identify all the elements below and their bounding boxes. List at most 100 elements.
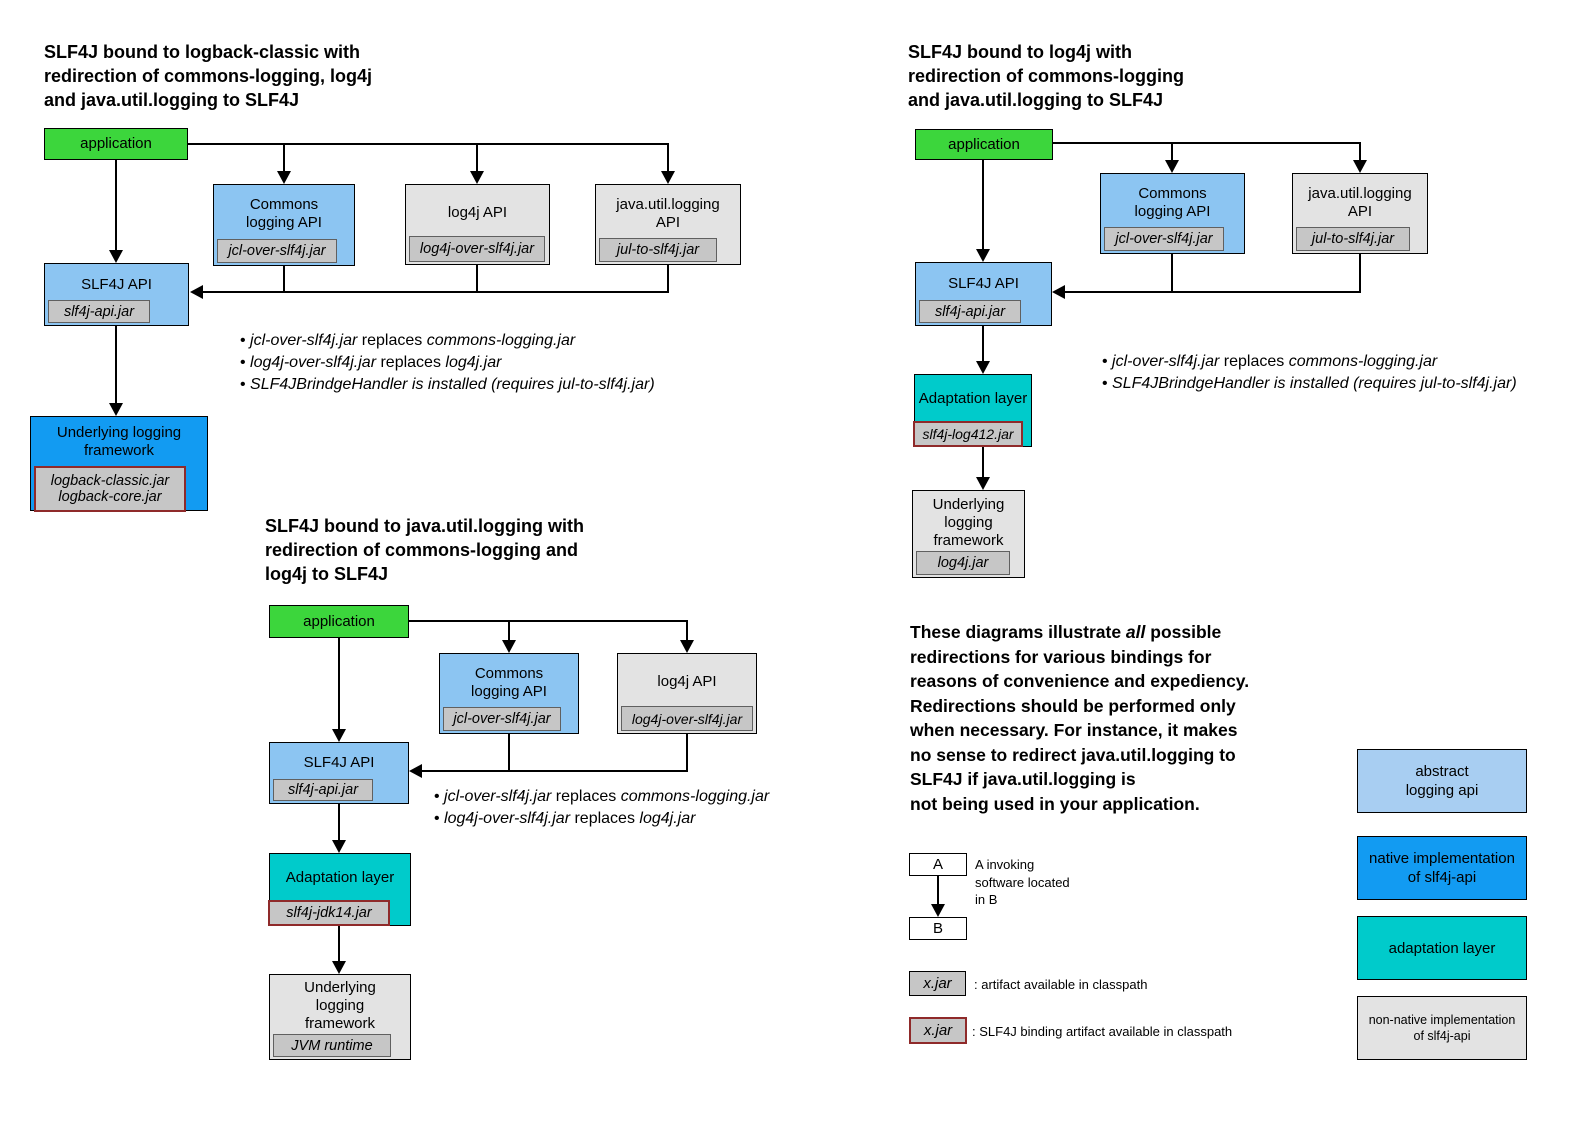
connector-line: [667, 265, 669, 292]
connector-line: [982, 447, 984, 477]
underlying-logging-framework-box: Underlying logging framework logback-cla…: [30, 416, 208, 512]
jar-label: slf4j-api.jar: [273, 779, 373, 801]
explanatory-note: These diagrams illustrate all possible r…: [910, 622, 1250, 814]
underlying-logging-framework-label: Underlying logging framework: [932, 496, 1005, 549]
arrowhead-down-icon: [332, 961, 346, 974]
arrowhead-down-icon: [109, 403, 123, 416]
legend-non-native-implementation: non-native implementation of slf4j-api: [1357, 996, 1527, 1060]
legend-b-label: B: [932, 920, 943, 937]
binding-jar-label: slf4j-jdk14.jar: [268, 900, 390, 926]
slf4j-api-box: SLF4J API slf4j-api.jar: [915, 262, 1052, 326]
log4j-api-box: log4j API log4j-over-slf4j.jar: [405, 184, 550, 265]
java-util-logging-api-label: java.util.logging API: [1308, 184, 1412, 220]
legend-a-box: A: [909, 853, 967, 876]
connector-line: [188, 143, 669, 145]
java-util-logging-api-box: java.util.logging API jul-to-slf4j.jar: [1292, 173, 1428, 254]
arrowhead-down-icon: [976, 477, 990, 490]
connector-line: [1171, 254, 1173, 292]
arrowhead-down-icon: [109, 250, 123, 263]
legend-binding-jar-label: x.jar: [923, 1022, 953, 1039]
commons-logging-api-box: Commons logging API jcl-over-slf4j.jar: [1100, 173, 1245, 254]
adaptation-layer-box: Adaptation layer slf4j-log412.jar: [913, 374, 1032, 447]
jar-label: log4j-over-slf4j.jar: [621, 706, 753, 731]
application-label: application: [80, 135, 152, 152]
application-box: application: [44, 128, 188, 160]
connector-line: [686, 734, 688, 771]
connector-line: [409, 620, 688, 622]
jar-label: slf4j-api.jar: [48, 300, 150, 323]
jar-label: jcl-over-slf4j.jar: [443, 707, 561, 731]
connector-line: [508, 734, 510, 771]
arrowhead-down-icon: [931, 904, 945, 917]
binding-jar-label: logback-classic.jar logback-core.jar: [34, 466, 186, 512]
commons-logging-api-label: Commons logging API: [471, 664, 547, 700]
legend-artifact-jar-label: x.jar: [923, 975, 952, 992]
commons-logging-api-box: Commons logging API jcl-over-slf4j.jar: [213, 184, 355, 266]
underlying-logging-framework-box: Underlying logging framework JVM runtime: [269, 974, 411, 1060]
commons-logging-api-label: Commons logging API: [246, 196, 322, 231]
log4j-api-box: log4j API log4j-over-slf4j.jar: [617, 653, 757, 734]
diagram1-title: SLF4J bound to logback-classic with redi…: [44, 42, 373, 110]
connector-line: [422, 770, 688, 772]
connector-line: [283, 143, 285, 171]
legend-invoke-text: A invoking software located in B: [975, 857, 1070, 907]
diagram1-notes: jcl-over-slf4j.jar replaces commons-logg…: [240, 330, 655, 396]
underlying-logging-framework-label: Underlying logging framework: [304, 979, 376, 1032]
legend-a-label: A: [932, 856, 943, 873]
legend-b-box: B: [909, 917, 967, 940]
bullet-line: jcl-over-slf4j.jar replaces commons-logg…: [1102, 351, 1587, 373]
connector-line: [1359, 254, 1361, 292]
connector-line: [283, 266, 285, 292]
bullet-line: SLF4JBrindgeHandler is installed (requir…: [1102, 373, 1587, 395]
log4j-api-label: log4j API: [447, 203, 508, 221]
commons-logging-api-label: Commons logging API: [1134, 184, 1211, 220]
arrowhead-down-icon: [470, 171, 484, 184]
connector-line: [667, 143, 669, 171]
diagram3-notes: jcl-over-slf4j.jar replaces commons-logg…: [434, 786, 769, 830]
jar-label: log4j-over-slf4j.jar: [409, 236, 545, 262]
application-box: application: [915, 129, 1053, 160]
connector-line: [1359, 142, 1361, 160]
connector-line: [686, 620, 688, 640]
arrowhead-down-icon: [332, 729, 346, 742]
jar-label: jcl-over-slf4j.jar: [1104, 227, 1224, 251]
connector-line: [508, 620, 510, 640]
arrowhead-down-icon: [976, 249, 990, 262]
slf4j-api-label: SLF4J API: [81, 275, 152, 293]
arrowhead-down-icon: [661, 171, 675, 184]
connector-line: [476, 143, 478, 171]
connector-line: [937, 876, 939, 904]
jar-label: jcl-over-slf4j.jar: [217, 239, 337, 263]
arrowhead-left-icon: [190, 285, 203, 299]
connector-line: [203, 291, 669, 293]
application-box: application: [269, 605, 409, 638]
arrowhead-down-icon: [1353, 160, 1367, 173]
bullet-line: SLF4JBrindgeHandler is installed (requir…: [240, 374, 655, 396]
connector-line: [982, 160, 984, 249]
arrowhead-down-icon: [976, 361, 990, 374]
application-label: application: [303, 612, 375, 630]
jar-label: slf4j-api.jar: [919, 300, 1021, 323]
bullet-line: jcl-over-slf4j.jar replaces commons-logg…: [434, 786, 769, 808]
connector-line: [338, 926, 340, 961]
arrowhead-down-icon: [1165, 160, 1179, 173]
adaptation-layer-box: Adaptation layer slf4j-jdk14.jar: [268, 853, 411, 926]
arrowhead-down-icon: [332, 840, 346, 853]
binding-jar-label: slf4j-log412.jar: [913, 421, 1023, 447]
jar-label: jul-to-slf4j.jar: [1296, 227, 1410, 251]
diagram2-title: SLF4J bound to log4j with redirection of…: [908, 42, 1185, 110]
connector-line: [1171, 142, 1173, 160]
application-label: application: [948, 135, 1020, 153]
commons-logging-api-box: Commons logging API jcl-over-slf4j.jar: [439, 653, 579, 734]
adaptation-layer-label: Adaptation layer: [285, 868, 395, 886]
legend-abstract-logging-api: abstract logging api: [1357, 749, 1527, 813]
legend-adaptation-layer: adaptation layer: [1357, 916, 1527, 980]
arrowhead-down-icon: [502, 640, 516, 653]
connector-line: [1053, 142, 1361, 144]
connector-line: [476, 265, 478, 292]
legend-artifact-jar-box: x.jar: [909, 971, 966, 996]
jar-label: jul-to-slf4j.jar: [599, 238, 717, 262]
jar-label: JVM runtime: [273, 1034, 391, 1057]
slf4j-api-box: SLF4J API slf4j-api.jar: [269, 742, 409, 804]
